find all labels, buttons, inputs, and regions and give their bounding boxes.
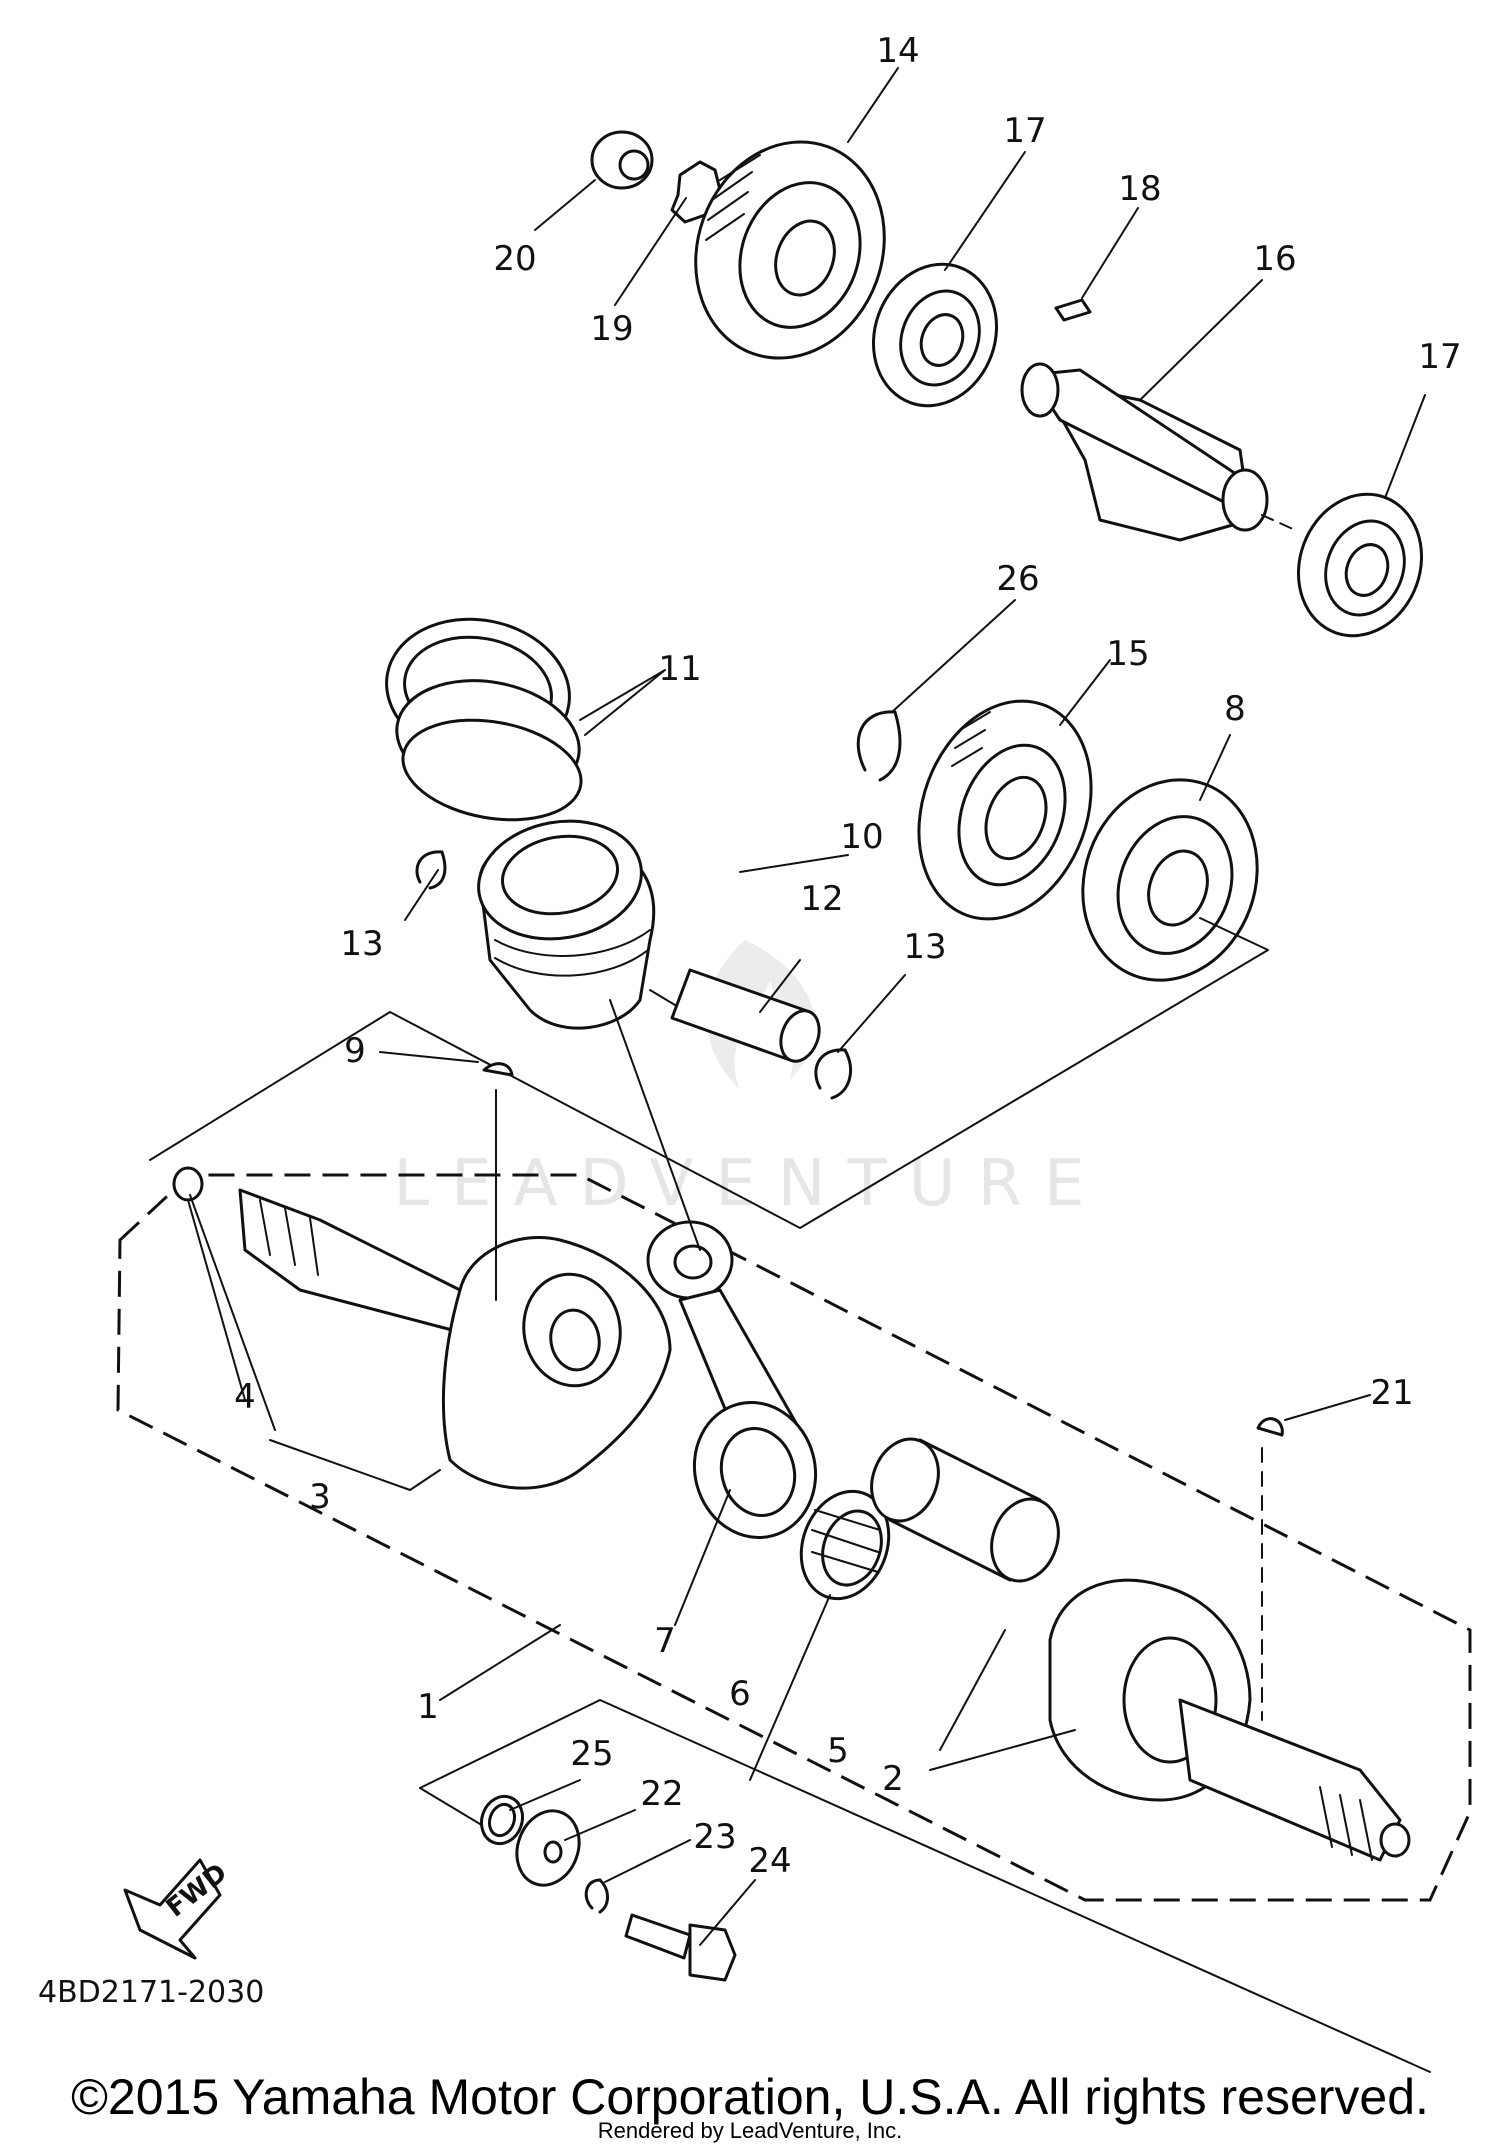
- small-parts-outline: [419, 1699, 1431, 2073]
- crankshaft-assembly-outline: [116, 1173, 1472, 1902]
- part-11-piston-rings: [385, 617, 583, 822]
- part-22-washer: [515, 1809, 581, 1887]
- callout-25: 25: [570, 1734, 613, 1774]
- callout-4: 4: [234, 1377, 256, 1417]
- fwd-direction-arrow[interactable]: FWD: [123, 1858, 233, 1960]
- callout-6: 6: [729, 1674, 751, 1714]
- part-17-bearing-upper: [871, 262, 999, 408]
- part-14-drive-gear: [917, 699, 1093, 921]
- callout-21: 21: [1370, 1373, 1413, 1413]
- part-17-bearing-right: [1296, 492, 1424, 638]
- callout-10: 10: [840, 817, 883, 857]
- part-10-piston: [477, 819, 656, 1030]
- callout-15: 14: [876, 31, 919, 71]
- callout-22: 22: [640, 1774, 683, 1814]
- part-20-nut: [590, 130, 654, 190]
- callout-7: 7: [654, 1621, 676, 1661]
- callout-8: 8: [1224, 689, 1246, 729]
- leader-lines: [187, 67, 1426, 1946]
- copyright-notice: ©2015 Yamaha Motor Corporation, U.S.A. A…: [71, 2069, 1429, 2125]
- callout-26: 26: [996, 559, 1039, 599]
- callout-24: 24: [748, 1841, 791, 1881]
- part-23-clip: [584, 1878, 609, 1914]
- part-13-circlip-right: [814, 1048, 853, 1100]
- part-21-key: [1256, 1417, 1284, 1437]
- callout-11: 11: [658, 649, 701, 689]
- callout-12: 12: [800, 879, 843, 919]
- part-7-connecting-rod: [646, 1220, 818, 1539]
- part-16-balancer-shaft: [1020, 362, 1269, 542]
- callout-13-right: 13: [903, 927, 946, 967]
- watermark-text: LEADVENTURE: [394, 1147, 1107, 1221]
- part-24-bolt: [624, 1913, 737, 1982]
- part-26-circlip: [856, 710, 902, 782]
- part-12-piston-pin: [670, 968, 821, 1063]
- part-3-crank-left: [238, 1188, 672, 1490]
- callout-18: 18: [1118, 169, 1161, 209]
- part-2-crank-right: [1048, 1578, 1411, 1862]
- callout-17-upper: 17: [1003, 111, 1046, 151]
- callout-14: 15: [1106, 634, 1149, 674]
- callout-3: 3: [309, 1477, 331, 1517]
- part-13-circlip-left: [415, 850, 447, 890]
- part-5-crank-pin: [870, 1437, 1060, 1583]
- drawing-code: 4BD2171-2030: [38, 1975, 264, 2010]
- callout-5: 5: [827, 1731, 849, 1771]
- callout-1: 1: [417, 1687, 439, 1727]
- part-18-key: [1054, 298, 1092, 322]
- callout-19: 19: [590, 309, 633, 349]
- callout-9: 9: [344, 1031, 366, 1071]
- part-8-bearing: [1081, 778, 1259, 982]
- part-6-needle-bearing: [799, 1489, 891, 1601]
- watermark: LEADVENTURE: [394, 940, 1107, 1221]
- callout-17-right: 17: [1418, 337, 1461, 377]
- bearing-group-outline: [149, 917, 1269, 1229]
- rendered-by-notice: Rendered by LeadVenture, Inc.: [597, 2118, 903, 2143]
- part-9-key: [482, 1062, 514, 1077]
- callouts: 14 17 18 16 17 20 19 26 15 8 11 10 13 12…: [234, 31, 1461, 1881]
- callout-16: 16: [1253, 239, 1296, 279]
- callout-2: 2: [882, 1759, 904, 1799]
- callout-23: 23: [693, 1817, 736, 1857]
- part-15-balancer-gear: [694, 140, 886, 360]
- callout-20: 20: [493, 239, 536, 279]
- callout-13-left: 13: [340, 924, 383, 964]
- part-4-dowel: [172, 1166, 204, 1202]
